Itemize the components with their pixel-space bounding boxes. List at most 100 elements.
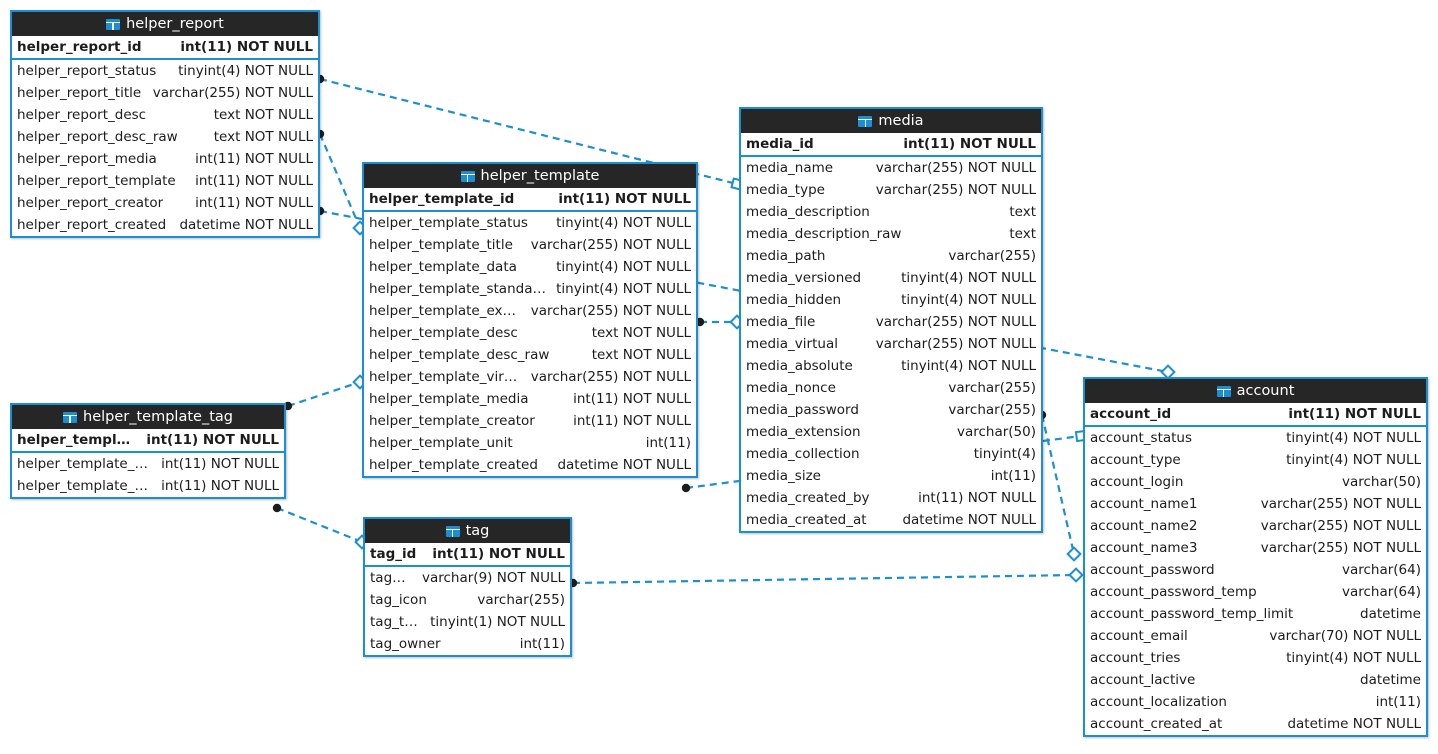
- column-type: varchar(255) NOT NULL: [530, 237, 691, 253]
- table-header-account: account: [1085, 379, 1426, 403]
- columns-section: helper_template_tag_dstint(11) NOT NULLh…: [12, 453, 284, 497]
- column-type: int(11) NOT NULL: [195, 151, 313, 167]
- column-name: media_password: [746, 402, 859, 418]
- column-type: tinyint(4) NOT NULL: [556, 215, 691, 231]
- column-name: account_password_temp: [1090, 584, 1257, 600]
- column-name: media_size: [746, 468, 821, 484]
- column-type: varchar(255) NOT NULL: [530, 369, 691, 385]
- column-type: tinyint(4): [973, 446, 1036, 462]
- relation-helper_template-to-media: [695, 314, 745, 330]
- table-title: tag: [465, 523, 490, 539]
- column-name: tag_color: [370, 570, 412, 586]
- column-type: datetime NOT NULL: [902, 512, 1036, 528]
- column-type: tinyint(4) NOT NULL: [1286, 650, 1421, 666]
- column-name: helper_report_desc: [17, 107, 147, 123]
- column-row-tag_color[interactable]: tag_colorvarchar(9) NOT NULL: [365, 567, 570, 589]
- column-type: int(11) NOT NULL: [180, 39, 313, 55]
- table-helper_template_tag[interactable]: helper_template_taghelper_template_tag_i…: [10, 403, 286, 499]
- table-header-helper_template_tag: helper_template_tag: [12, 405, 284, 429]
- column-type: tinyint(4) NOT NULL: [901, 358, 1036, 374]
- column-name: account_name2: [1090, 518, 1198, 534]
- column-type: varchar(50): [956, 424, 1036, 440]
- column-name: account_email: [1090, 628, 1188, 644]
- column-type: datetime: [1360, 672, 1421, 688]
- table-icon: [1216, 385, 1231, 397]
- column-row-helper_template_expected[interactable]: helper_template_expectedvarchar(255) NOT…: [364, 300, 696, 322]
- column-type: int(11) NOT NULL: [161, 478, 279, 494]
- column-row-helper_template_tag_dst[interactable]: helper_template_tag_dstint(11) NOT NULL: [12, 453, 284, 475]
- column-row-helper_template_tag_src[interactable]: helper_template_tag_srcint(11) NOT NULL: [12, 475, 284, 497]
- column-name: helper_template_id: [369, 191, 515, 207]
- column-name: helper_report_created: [17, 217, 167, 233]
- column-type: int(11): [1375, 694, 1421, 710]
